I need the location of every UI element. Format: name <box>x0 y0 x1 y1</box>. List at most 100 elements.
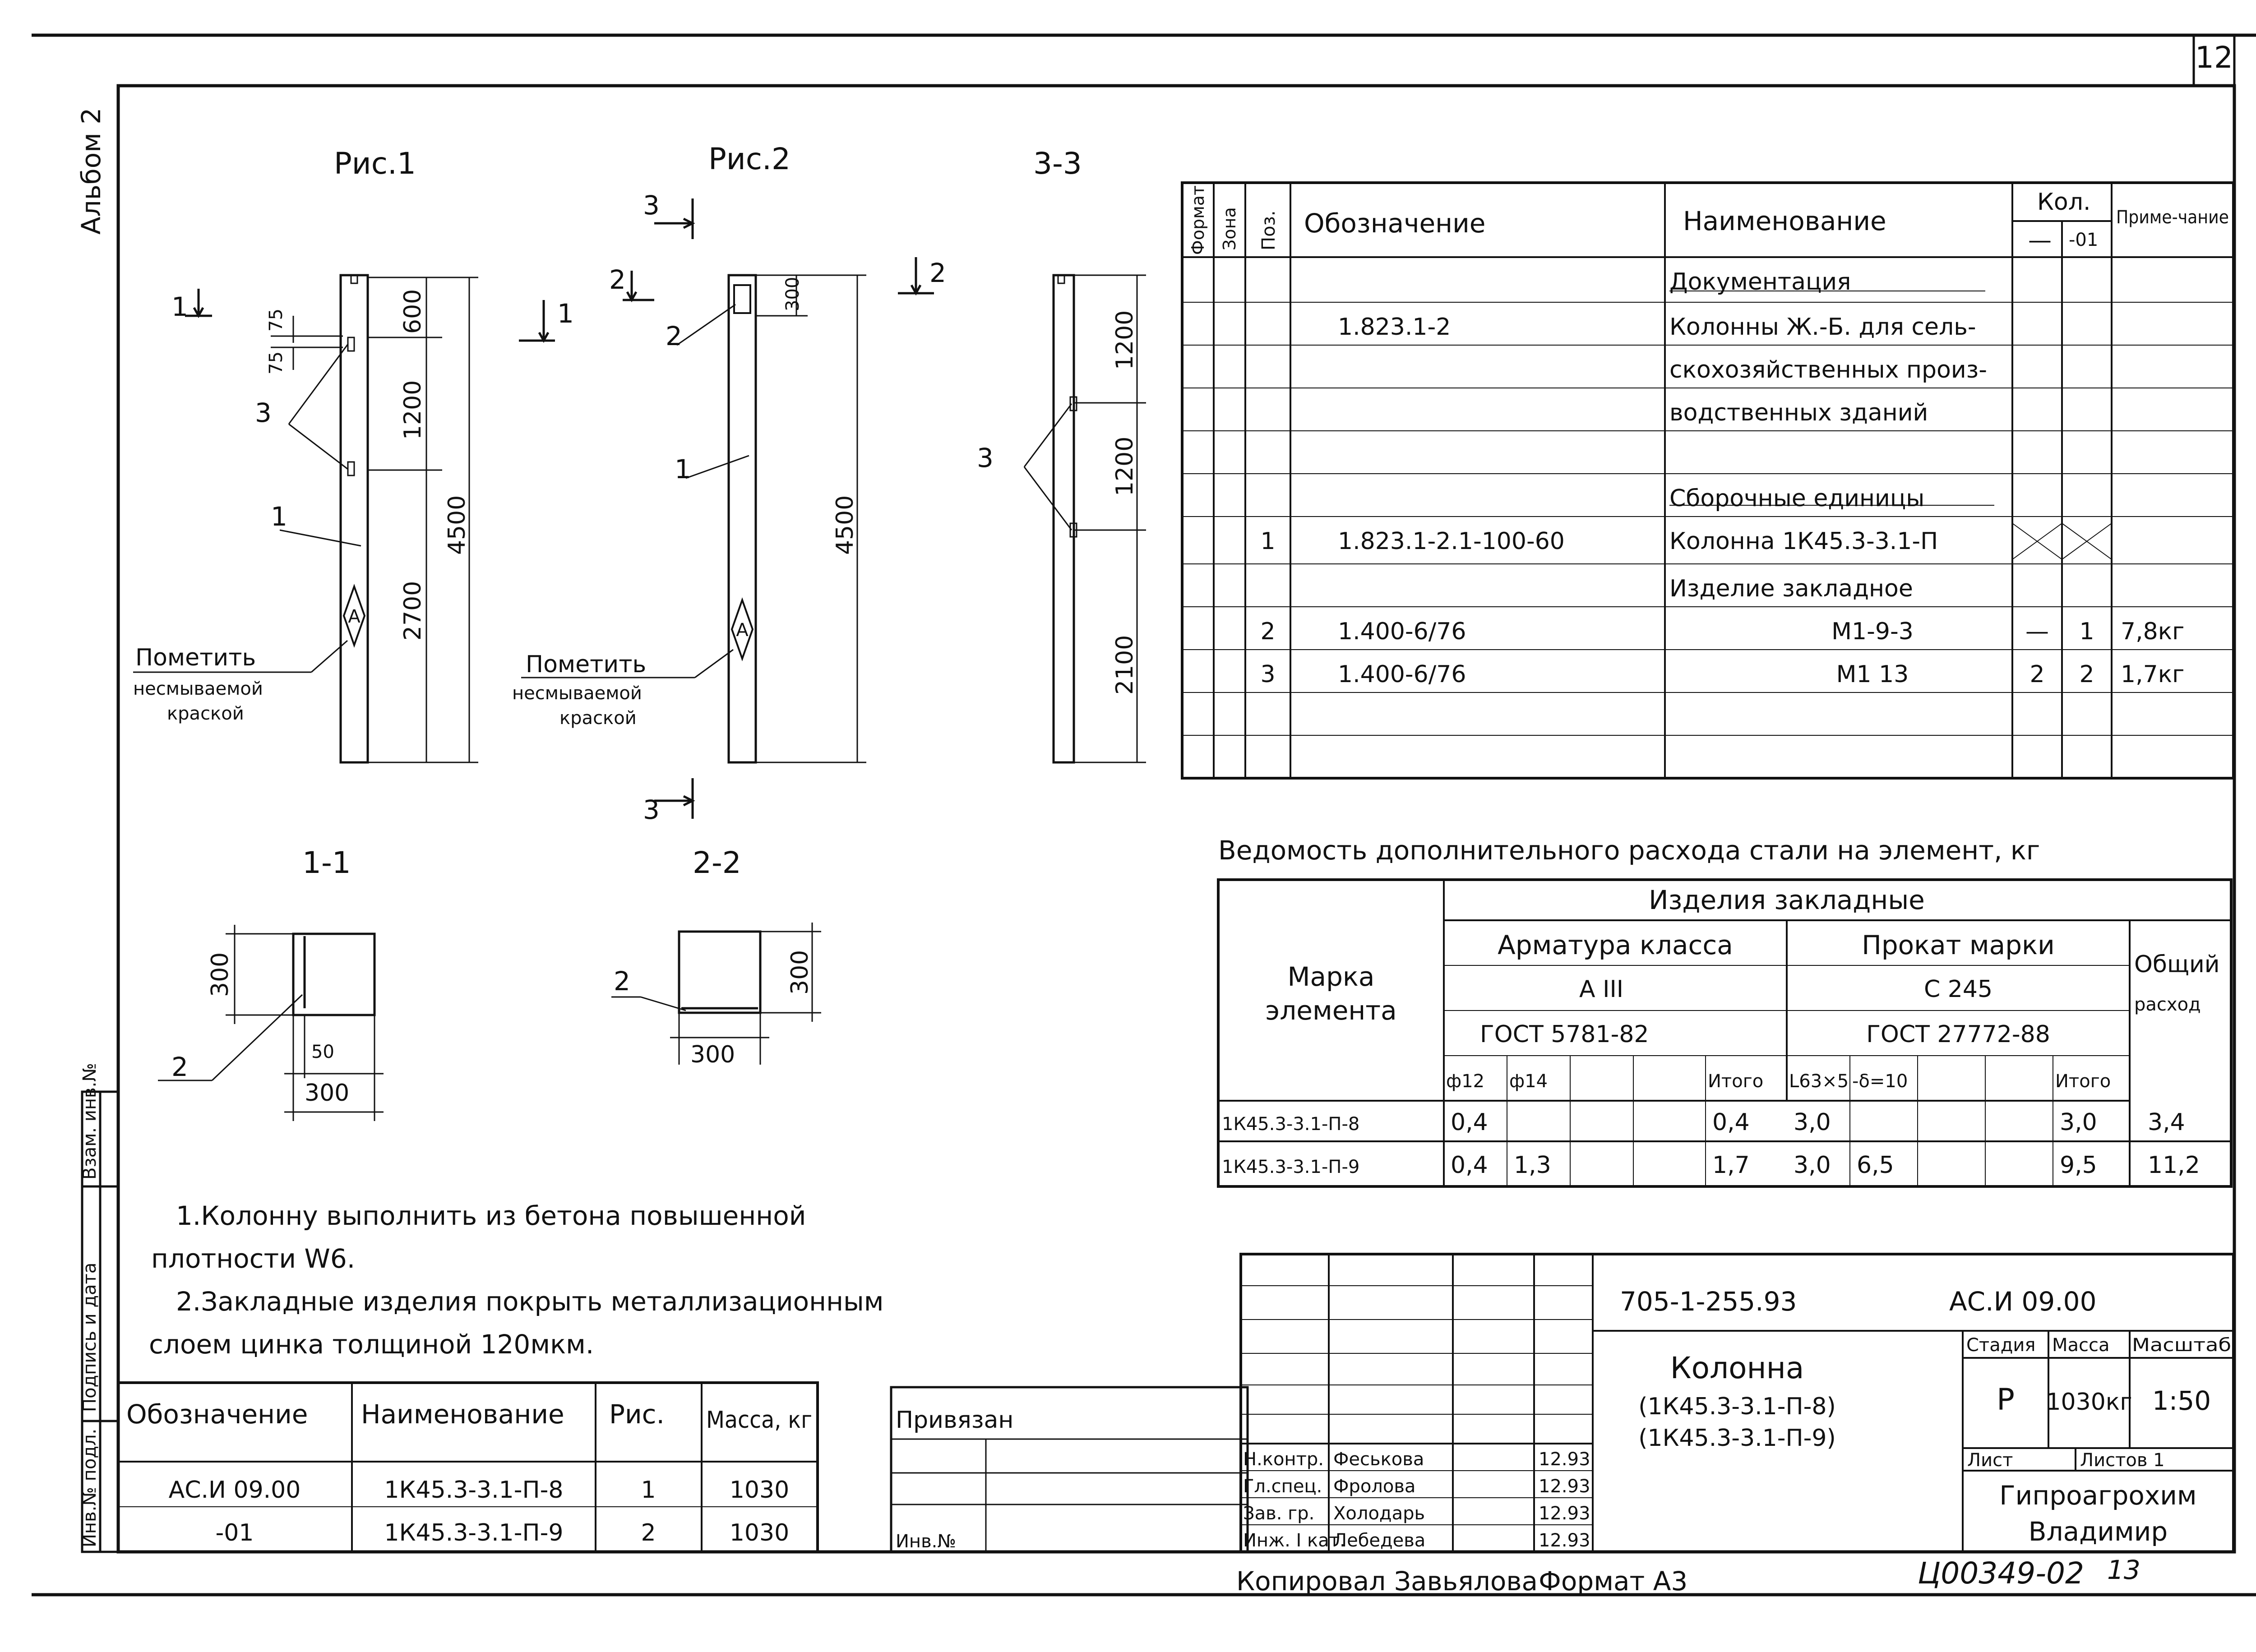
sec33-title: 3-3 <box>1033 146 1082 181</box>
stamp-sheet-label: Лист <box>1967 1450 2013 1471</box>
steel-row-total: 3,4 <box>2148 1109 2185 1136</box>
fig1-mark-letter: А <box>348 606 361 627</box>
stamp-sheet-code: АС.И 09.00 <box>1949 1286 2096 1317</box>
steel-h-total-2: расход <box>2134 994 2201 1015</box>
note-1-line-1: 1.Колонну выполнить из бетона повышенной <box>176 1200 806 1231</box>
spec-h-qty: Кол. <box>2037 189 2091 216</box>
spec-h-zone: Зона <box>1220 207 1239 250</box>
items-row-designation: -01 <box>216 1519 254 1546</box>
spec-row-name: М1-9-3 <box>1831 618 1914 645</box>
sheet-frame <box>32 33 2256 1597</box>
fig2-note-line2: несмываемой <box>512 683 642 704</box>
stamp-person: Фролова <box>1333 1476 1415 1497</box>
items-h-mass: Масса, кг <box>706 1407 812 1434</box>
spec-row-name: Изделие закладное <box>1669 575 1913 602</box>
fig2-dim-300: 300 <box>782 277 803 311</box>
items-row-mass: 1030 <box>730 1477 789 1504</box>
fig1-dim-600: 600 <box>399 289 426 334</box>
stamp-org-2: Владимир <box>2029 1516 2168 1547</box>
spec-h-qty-a: — <box>2028 227 2052 254</box>
fig1-note-line3: краской <box>167 703 244 724</box>
steel-row-total: 11,2 <box>2148 1152 2200 1179</box>
spec-row-name: М1 13 <box>1836 661 1909 688</box>
fig1-dim-2700: 2700 <box>399 581 426 641</box>
fig2-arrow-2-left: 2 <box>609 264 626 295</box>
spec-row-designation: 1.400-6/76 <box>1338 618 1466 645</box>
side-stamp-signature-date: Подпись и дата <box>79 1263 100 1412</box>
spec-row-qty-a: 2 <box>2029 661 2044 688</box>
items-row-name: 1К45.3-3.1-П-8 <box>384 1477 564 1504</box>
note-1-line-2: плотности W6. <box>151 1243 355 1274</box>
stamp-stage: Р <box>1997 1382 2015 1417</box>
steel-row-value: 9,5 <box>2060 1152 2097 1179</box>
sec22-dim-300-horz: 300 <box>690 1041 735 1068</box>
stamp-title-1: Колонна <box>1670 1351 1804 1385</box>
steel-h-total-1: Общий <box>2134 951 2220 978</box>
spec-h-note: Приме-чание <box>2116 207 2229 228</box>
title-block: 705-1-255.93 АС.И 09.00 Колонна (1К45.3-… <box>1239 1253 2235 1553</box>
stamp-role: Зав. гр. <box>1243 1503 1314 1524</box>
page-number: 12 <box>2195 40 2233 75</box>
spec-row-name: скохозяйственных произ- <box>1669 356 1987 383</box>
binding-privyazan: Привязан <box>896 1407 1013 1434</box>
steel-subheader: ф14 <box>1509 1071 1548 1092</box>
stamp-role: Инж. I кат. <box>1243 1530 1345 1551</box>
steel-subheader: L63×5 <box>1789 1071 1849 1092</box>
stamp-date: 12.93 <box>1539 1449 1590 1470</box>
footer-format: Формат А3 <box>1539 1566 1687 1597</box>
steel-h-mark-1: Марка <box>1288 961 1375 992</box>
items-row-mass: 1030 <box>730 1519 789 1546</box>
sec11-pos-2: 2 <box>171 1052 188 1082</box>
stamp-sheets-label: Листов 1 <box>2080 1450 2165 1471</box>
binding-inv: Инв.№ <box>896 1531 956 1552</box>
sec33-dim-1200a: 1200 <box>1111 310 1138 370</box>
steel-row-value: 3,0 <box>1794 1109 1831 1136</box>
steel-table: Марка элемента Изделия закладные Арматур… <box>1217 878 2233 1188</box>
spec-row-pos: 1 <box>1260 528 1275 555</box>
spec-row-note: 7,8кг <box>2121 618 2184 645</box>
sec11-dim-300-horz: 300 <box>305 1080 349 1107</box>
spec-row-qty-b: 2 <box>2079 661 2094 688</box>
stamp-person: Холодарь <box>1333 1503 1425 1524</box>
figure-2: Рис.2 А <box>512 142 946 825</box>
fig2-arrow-3-bottom: 3 <box>643 794 660 825</box>
general-notes: 1.Колонну выполнить из бетона повышенной… <box>149 1200 884 1360</box>
specification-table: Формат Зона Поз. Обозначение Наименовани… <box>1181 181 2235 780</box>
spec-row-name: Документация <box>1669 268 1851 295</box>
steel-h-rebar-gost: ГОСТ 5781-82 <box>1480 1021 1649 1048</box>
side-stamp-vzam: Взам. инв.№ <box>79 1063 100 1180</box>
spec-h-name: Наименование <box>1683 206 1886 236</box>
items-row-name: 1К45.3-3.1-П-9 <box>384 1519 564 1546</box>
fig2-note-line3: краской <box>559 708 637 729</box>
steel-title: Ведомость дополнительного расхода стали … <box>1218 835 2040 866</box>
steel-row-value: 1,3 <box>1514 1152 1551 1179</box>
fig1-title: Рис.1 <box>334 146 416 181</box>
fig1-note-line1: Пометить <box>135 644 256 671</box>
fig2-pos-2: 2 <box>666 321 682 351</box>
stamp-date: 12.93 <box>1539 1476 1590 1497</box>
stamp-doc-code: 705-1-255.93 <box>1620 1286 1797 1317</box>
side-stamp <box>81 1090 120 1553</box>
fig1-pos-3: 3 <box>255 397 272 428</box>
fig1-dim-4500: 4500 <box>444 495 471 555</box>
stamp-role: Н.контр. <box>1243 1449 1324 1470</box>
footer-archive-page: 13 <box>2107 1555 2140 1585</box>
section-3-3: 3-3 3 1200 1200 2100 <box>977 146 1146 764</box>
section-2-2: 2-2 300 300 2 <box>611 845 821 1068</box>
stamp-title-2: (1К45.3-3.1-П-8) <box>1638 1393 1836 1420</box>
fig2-dim-4500: 4500 <box>832 495 859 555</box>
fig1-dim-1200: 1200 <box>399 380 426 440</box>
fig2-note-line1: Пометить <box>526 651 646 678</box>
fig2-pos-1: 1 <box>675 454 691 485</box>
fig1-note-line2: несмываемой <box>133 678 263 699</box>
side-stamp-inv-podl: Инв.№ подл. <box>79 1429 100 1547</box>
spec-row-name: Колонны Ж.-Б. для сель- <box>1669 314 1976 341</box>
fig2-arrow-1: 1 <box>557 298 574 329</box>
stamp-org-1: Гипроагрохим <box>1999 1480 2196 1511</box>
stamp-mass: 1030кг <box>2046 1389 2132 1416</box>
fig1-dim-75a: 75 <box>266 309 287 332</box>
stamp-scale: 1:50 <box>2152 1385 2211 1416</box>
steel-h-rebar-class: А III <box>1579 976 1623 1003</box>
fig2-mark-letter: А <box>736 620 749 641</box>
